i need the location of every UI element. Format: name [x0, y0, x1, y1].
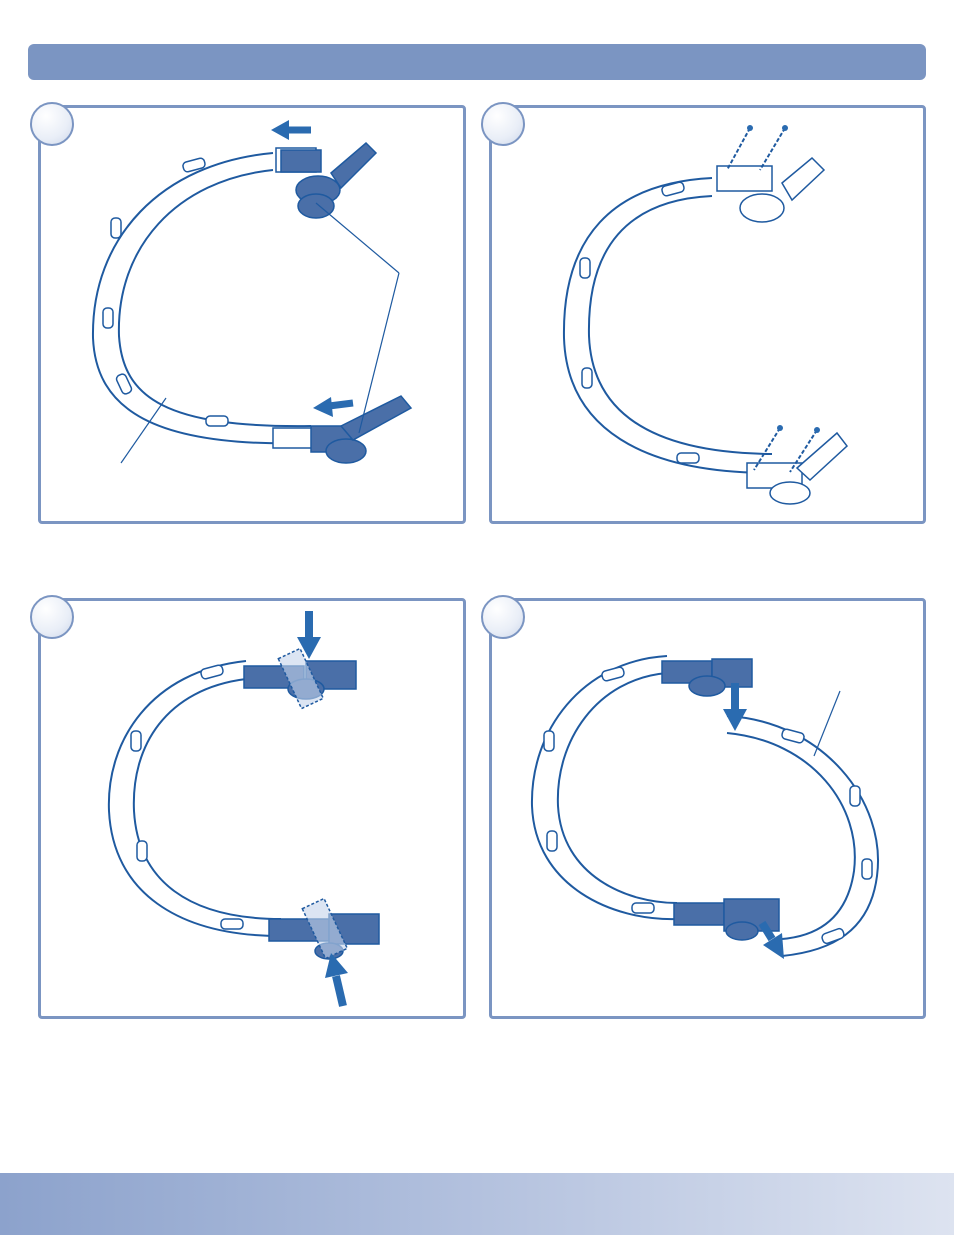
step-3-number-badge: [30, 595, 74, 639]
step-1-panel: [38, 105, 466, 524]
step-3-panel: [38, 598, 466, 1019]
step-3-illustration: [41, 601, 463, 1016]
step-1-illustration: [41, 108, 463, 521]
step-2-illustration: [492, 108, 923, 521]
header-bar: [28, 44, 926, 80]
step-1-number-badge: [30, 102, 74, 146]
step-2-panel: [489, 105, 926, 524]
step-4-illustration: [492, 601, 923, 1016]
footer-bar: [0, 1173, 954, 1235]
step-4-number-badge: [481, 595, 525, 639]
step-4-panel: [489, 598, 926, 1019]
step-2-number-badge: [481, 102, 525, 146]
top-bracket: [276, 143, 376, 218]
